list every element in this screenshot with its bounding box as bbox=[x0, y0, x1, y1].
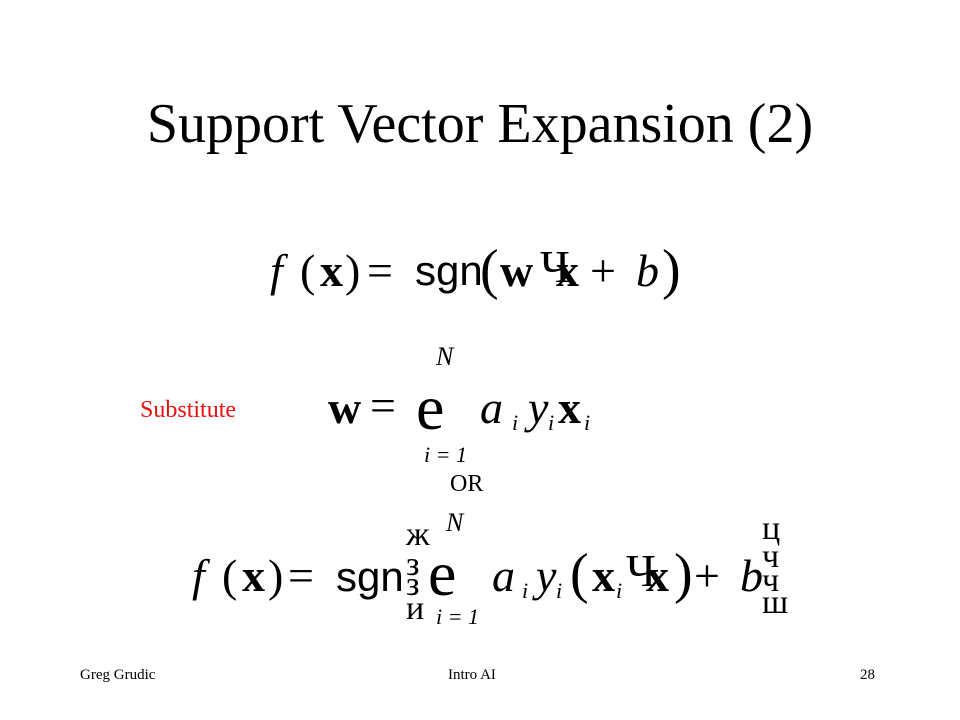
eq3-x2: x bbox=[646, 550, 669, 601]
eq2-equals: = bbox=[370, 380, 396, 431]
eq3-i1: i bbox=[522, 578, 529, 603]
footer-course: Intro AI bbox=[448, 667, 496, 683]
eq3-a: a bbox=[492, 550, 515, 601]
eq3-right-bracket-mid2: ч bbox=[762, 562, 780, 599]
footer-page-number: 28 bbox=[860, 667, 875, 683]
eq1-dot: Ч bbox=[540, 241, 570, 292]
eq3-i3: i bbox=[616, 578, 623, 603]
eq3-upper-limit: N bbox=[446, 508, 464, 537]
eq1-w: w bbox=[500, 245, 534, 296]
eq3-lower-limit: i = 1 bbox=[436, 604, 479, 629]
footer-author: Greg Grudic bbox=[80, 667, 156, 683]
eq3-dot: Ч bbox=[626, 545, 656, 596]
eq3-lparen: ( bbox=[222, 550, 238, 601]
eq2-lower-limit: i = 1 bbox=[424, 442, 467, 467]
eq2-y: y bbox=[528, 382, 549, 433]
eq3-paren-open: ( bbox=[570, 543, 589, 605]
eq1-big-lparen: ( bbox=[480, 239, 499, 301]
eq3-left-bracket-top: ж bbox=[406, 516, 430, 553]
eq1-sgn: sgn bbox=[415, 247, 483, 294]
eq2-upper-limit: N bbox=[436, 342, 454, 371]
eq3-i2: i bbox=[556, 578, 563, 603]
eq2-a: a bbox=[480, 382, 503, 433]
eq3-plus: + bbox=[694, 550, 720, 601]
eq2-x: x bbox=[558, 382, 581, 433]
eq1-x2: x bbox=[556, 245, 579, 296]
eq3-paren-close: ) bbox=[674, 543, 693, 605]
eq2-i1: i bbox=[512, 410, 519, 435]
eq1-rparen: ) bbox=[345, 245, 361, 296]
eq3-f: f bbox=[192, 550, 205, 601]
eq3-right-bracket-mid1: ч bbox=[762, 538, 780, 575]
eq1-plus: + bbox=[590, 245, 616, 296]
eq3-b: b bbox=[740, 550, 763, 601]
eq3-sgn: sgn bbox=[336, 553, 404, 600]
eq1-big-rparen: ) bbox=[662, 239, 681, 301]
eq3-right-bracket-top: ц bbox=[762, 510, 781, 547]
eq1-b: b bbox=[636, 245, 659, 296]
eq3-left-bracket-mid1: з bbox=[406, 546, 420, 583]
slide-title: Support Vector Expansion (2) bbox=[146, 93, 814, 155]
or-label: OR bbox=[450, 471, 484, 497]
eq2-w: w bbox=[328, 382, 362, 433]
eq2-i3: i bbox=[584, 410, 591, 435]
eq3-equals: = bbox=[288, 550, 314, 601]
eq3-x-i: x bbox=[592, 550, 615, 601]
eq1-f: f bbox=[270, 245, 283, 296]
eq2-sum-icon: e bbox=[416, 372, 445, 443]
eq3-left-bracket-mid2: з bbox=[406, 566, 420, 603]
eq3-sum-icon: e bbox=[428, 538, 457, 609]
eq3-rparen: ) bbox=[268, 550, 284, 601]
eq3-y: y bbox=[536, 550, 557, 601]
substitute-label: Substitute bbox=[140, 397, 237, 423]
eq2-i2: i bbox=[548, 410, 555, 435]
eq1-equals: = bbox=[367, 245, 393, 296]
eq3-left-bracket-bottom: и bbox=[406, 590, 425, 627]
eq3-x: x bbox=[242, 550, 265, 601]
eq3-right-bracket-bottom: ш bbox=[762, 584, 789, 621]
eq1-x: x bbox=[320, 245, 343, 296]
eq1-lparen: ( bbox=[300, 245, 316, 296]
